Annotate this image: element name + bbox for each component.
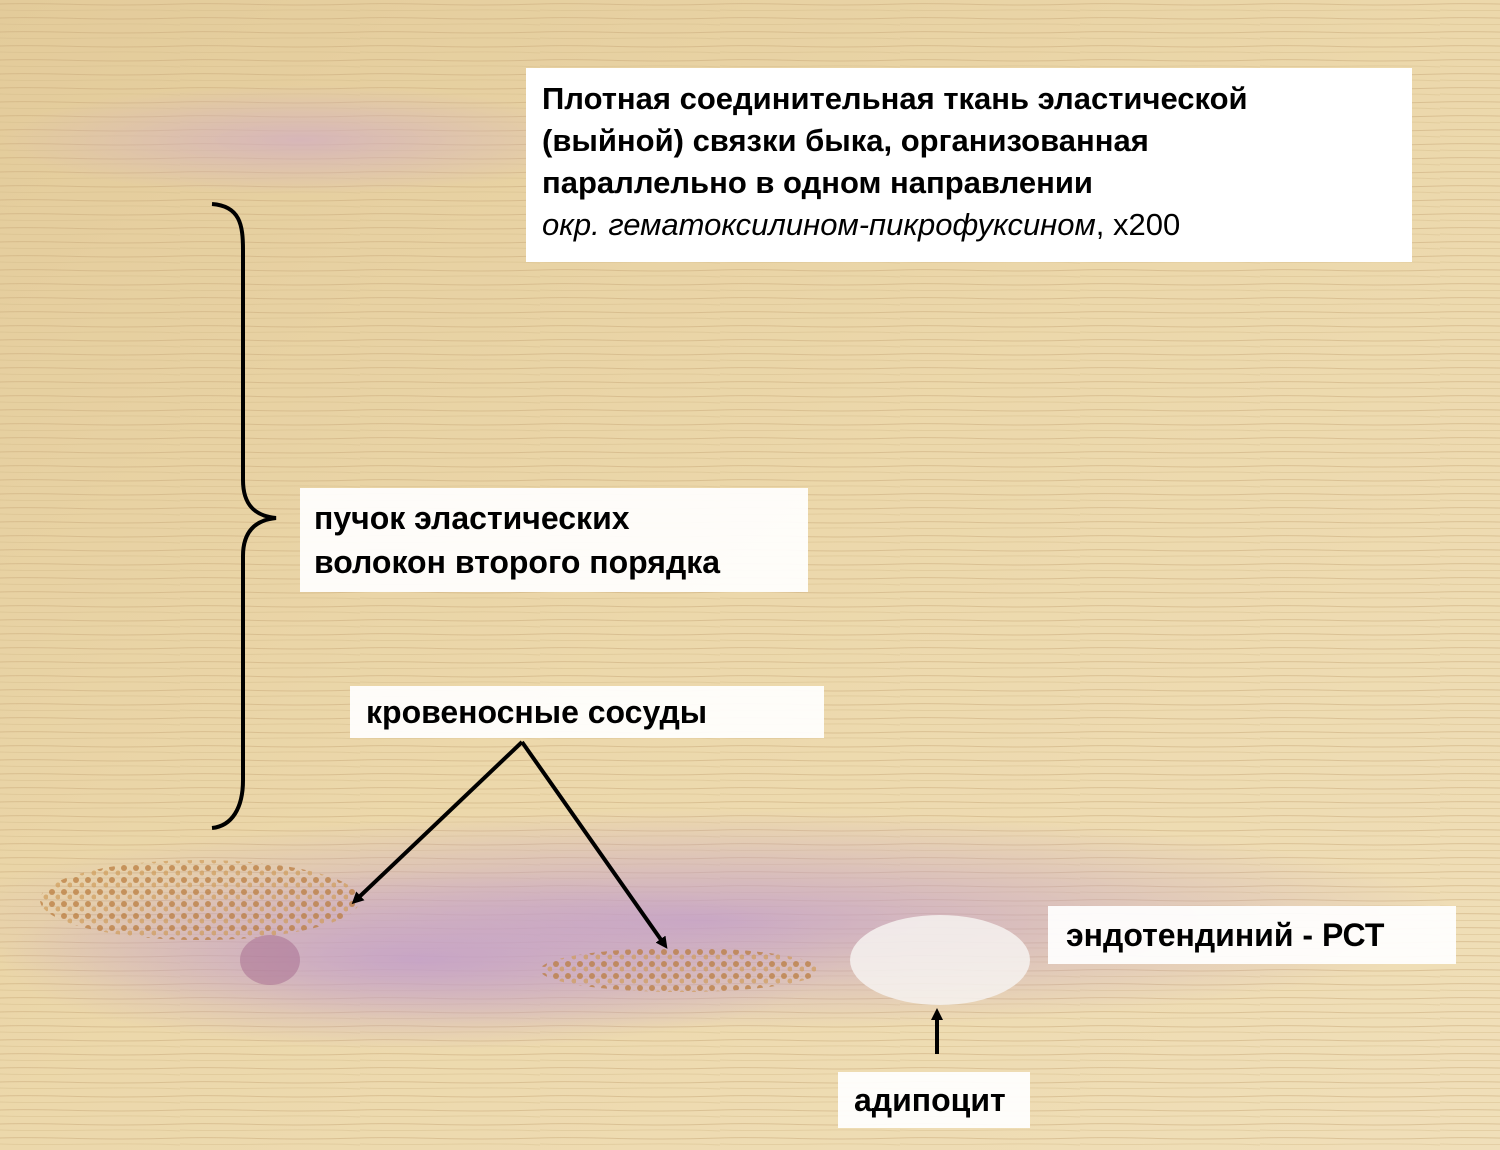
vessel-arrow-left (351, 740, 524, 905)
title-line-3: параллельно в одном направлении (542, 165, 1093, 200)
stain-caption: окр. гематоксилином-пикрофуксином, х200 (542, 204, 1396, 246)
title-line-1: Плотная соединительная ткань эластическо… (542, 81, 1248, 116)
adipocyte-label: адипоцит (838, 1072, 1030, 1128)
title-line-2: (выйной) связки быка, организованная (542, 123, 1149, 158)
stain-method: окр. гематоксилином-пикрофуксином (542, 207, 1096, 242)
vessel-arrow-right (520, 740, 668, 949)
figure-title: Плотная соединительная ткань эластическо… (526, 68, 1412, 262)
vessels-label: кровеносные сосуды (350, 686, 824, 738)
bundle-label: пучок эластических волокон второго поряд… (300, 488, 808, 592)
magnification: , х200 (1095, 207, 1181, 242)
bundle-brace (211, 202, 277, 830)
bundle-label-line-2: волокон второго порядка (314, 544, 721, 580)
endotendinium-label: эндотендиний - РСТ (1048, 906, 1456, 964)
bundle-label-line-1: пучок эластических (314, 500, 630, 536)
